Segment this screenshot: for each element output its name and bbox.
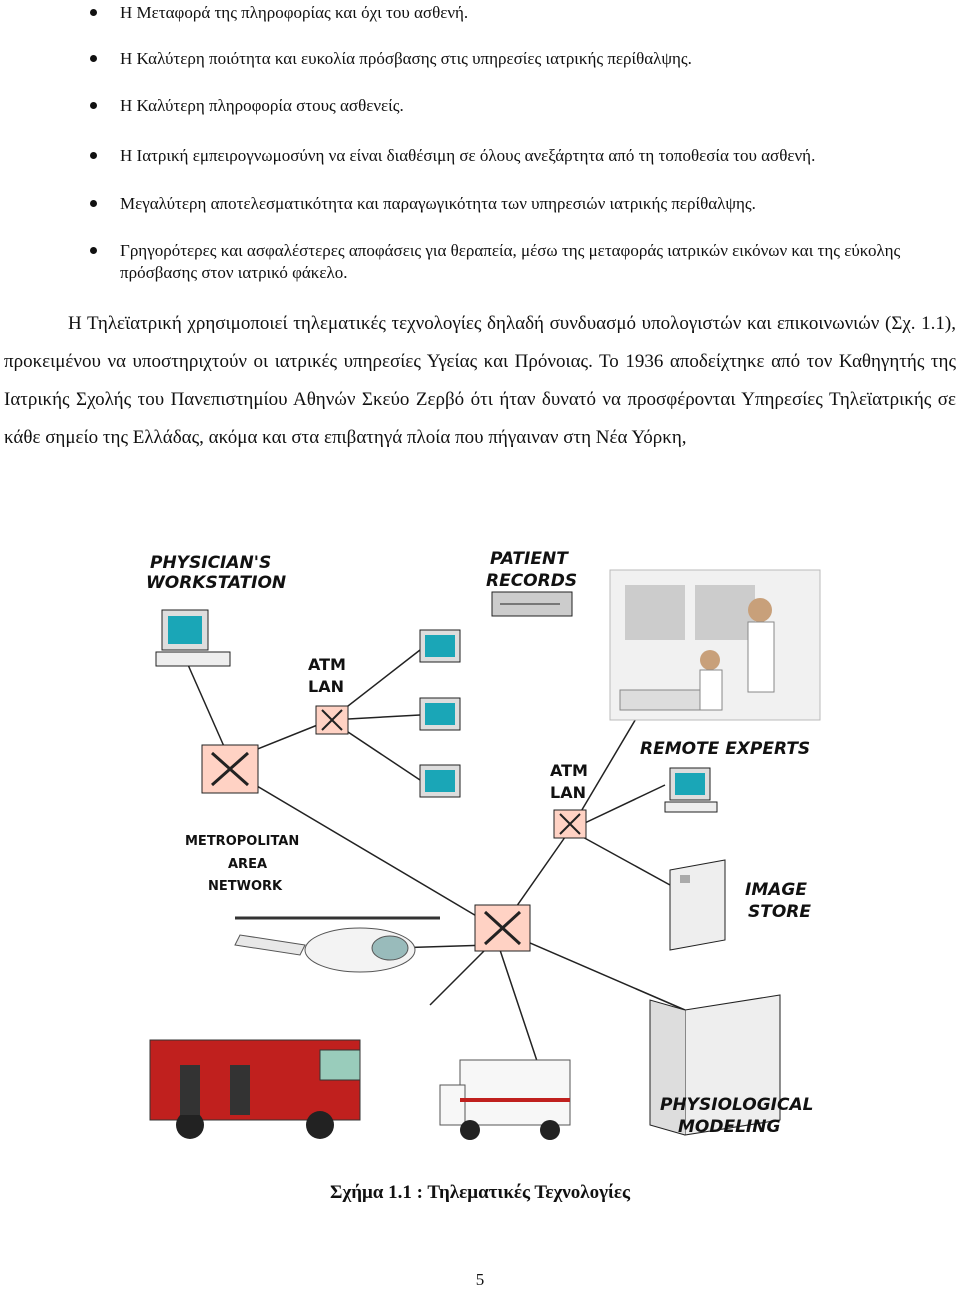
label-metropolitan-2: AREA <box>228 857 267 872</box>
label-atm-lan-1b: LAN <box>308 677 344 696</box>
helicopter-illustration <box>234 916 440 973</box>
label-patient-records-2: RECORDS <box>486 571 577 591</box>
atm-switch-1 <box>315 705 349 735</box>
remote-experts-computer <box>664 767 718 813</box>
bullet-item: Η Καλύτερη πληροφορία στους ασθενείς. <box>90 95 950 117</box>
lan-computers <box>419 629 461 798</box>
label-physicians-workstation-1: PHYSICIAN'S <box>150 553 271 573</box>
label-atm-lan-2a: ATM <box>550 761 588 780</box>
label-physiological-1: PHYSIOLOGICAL <box>660 1095 813 1115</box>
bullet-item: Η Ιατρική εμπειρογνωμοσύνη να είναι διαθ… <box>90 145 950 167</box>
central-switch <box>474 904 531 952</box>
telematics-figure: PHYSICIAN'S WORKSTATION PATIENT RECORDS … <box>140 540 830 1160</box>
physiological-server <box>649 994 781 1136</box>
label-remote-experts: REMOTE EXPERTS <box>640 739 810 759</box>
label-image-store-1: IMAGE <box>745 880 807 900</box>
network-links <box>184 649 686 1071</box>
fire-truck-illustration <box>149 1039 361 1139</box>
label-metropolitan-3: NETWORK <box>208 879 283 894</box>
bullet-item: Η Μεταφορά της πληροφορίας και όχι του α… <box>90 2 950 24</box>
remote-experts-illustration <box>609 569 821 721</box>
label-physiological-2: MODELING <box>678 1117 780 1137</box>
label-atm-lan-1a: ATM <box>308 655 346 674</box>
bullet-item: Μεγαλύτερη αποτελεσματικότητα και παραγω… <box>90 193 950 215</box>
page-number: 5 <box>475 1270 485 1289</box>
figure-caption: Σχήμα 1.1 : Τηλεματικές Τεχνολογίες <box>330 1182 630 1203</box>
body-paragraph: Η Τηλεϊατρική χρησιμοποιεί τηλεματικές τ… <box>4 313 956 448</box>
atm-switch-2 <box>553 809 587 839</box>
label-image-store-2: STORE <box>748 902 811 922</box>
metropolitan-switch <box>201 744 259 794</box>
label-patient-records-1: PATIENT <box>490 549 569 569</box>
label-metropolitan-1: METROPOLITAN <box>185 834 299 849</box>
physician-workstation-computer <box>155 609 231 667</box>
network-diagram: PHYSICIAN'S WORKSTATION PATIENT RECORDS … <box>146 549 821 1140</box>
ambulance-illustration <box>439 1059 571 1140</box>
patient-records-server <box>491 591 573 617</box>
bullet-item: Η Καλύτερη ποιότητα και ευκολία πρόσβαση… <box>90 48 950 70</box>
label-physicians-workstation-2: WORKSTATION <box>146 573 286 593</box>
bullet-item: Γρηγορότερες και ασφαλέστερες αποφάσεις … <box>90 240 950 284</box>
image-store-server <box>669 859 726 951</box>
label-atm-lan-2b: LAN <box>550 783 586 802</box>
